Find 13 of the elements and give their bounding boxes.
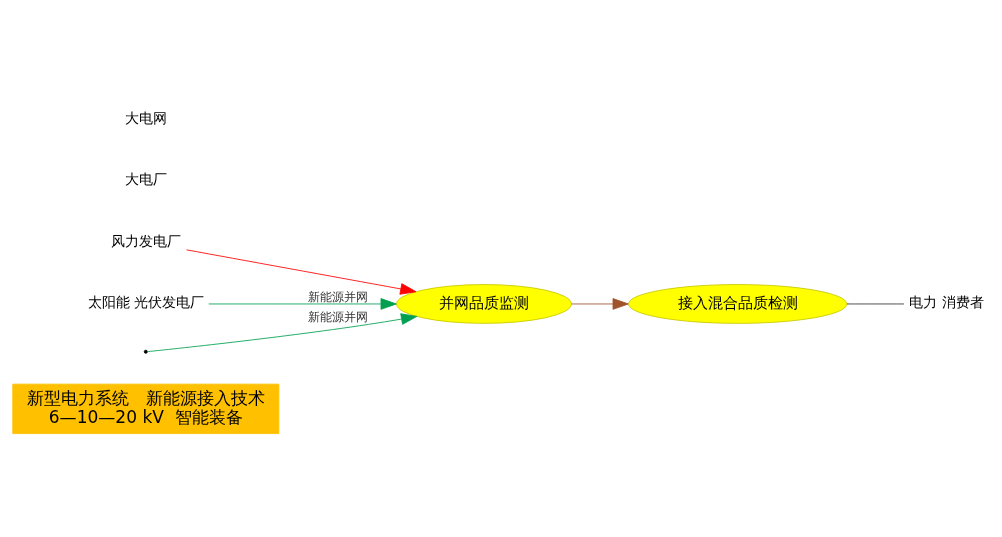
arrow	[186, 248, 417, 295]
label: 大电厂	[124, 170, 167, 187]
node-text: 电力 消费者	[909, 293, 984, 310]
edge-label: 新能源并网	[307, 309, 368, 324]
arrow	[208, 297, 397, 310]
arrow	[571, 297, 629, 310]
node-ellipse: 接入混合品质检测	[628, 283, 848, 324]
node-box: 新型电力系统 新能源接入技术 6—10—20 kV 智能装备	[12, 383, 280, 434]
edge-label: 新能源并网	[307, 289, 368, 304]
node-text: 太阳能 光伏发电厂	[87, 293, 204, 310]
label: 大电网	[124, 109, 167, 126]
arrow	[147, 312, 418, 352]
node-text: 风力发电厂	[110, 232, 181, 249]
